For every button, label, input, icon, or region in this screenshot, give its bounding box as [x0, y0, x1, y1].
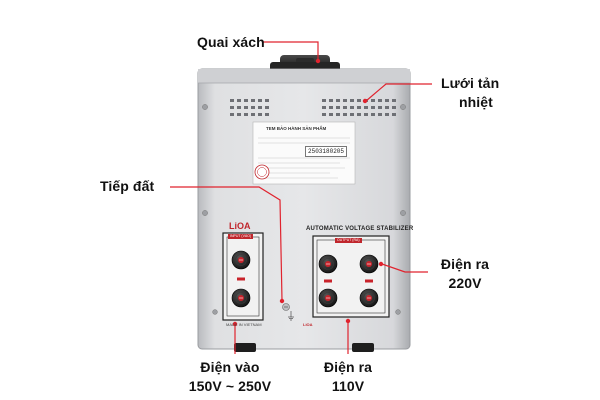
vent-slot [329, 113, 333, 116]
label-output-220-line2: 220V [448, 275, 482, 291]
terminal-knob [359, 254, 379, 274]
vent-slot [343, 106, 347, 109]
vent-slot [237, 106, 241, 109]
vent-slot [237, 113, 241, 116]
label-heatsink-line2: nhiệt [459, 94, 493, 110]
vent-slot [364, 106, 368, 109]
vent-slot [230, 113, 234, 116]
vent-slot [385, 99, 389, 102]
vent-slot [258, 106, 262, 109]
vent-slot [350, 106, 354, 109]
vent-slot [230, 106, 234, 109]
label-input-line2: 150V ~ 250V [188, 378, 272, 394]
callout-lines [170, 41, 432, 354]
vent-slot [322, 113, 326, 116]
brand-logo: LiOA [229, 221, 251, 231]
sticker-title: TEM BẢO HÀNH SẢN PHẨM [266, 126, 327, 131]
vent-slot [392, 99, 396, 102]
vent-slot [322, 99, 326, 102]
vent-slot [265, 113, 269, 116]
label-output-110: Điện ra 110V [316, 358, 380, 396]
vent-slot [230, 99, 234, 102]
terminal-knob [318, 254, 338, 274]
vent-slot [244, 99, 248, 102]
vent-slot [343, 113, 347, 116]
label-input-line1: Điện vào [200, 359, 260, 375]
vent-slot [364, 113, 368, 116]
label-output-110-line1: Điện ra [323, 359, 373, 375]
label-output-220-line1: Điện ra [440, 256, 490, 272]
vent-slot [378, 99, 382, 102]
vent-slot [336, 113, 340, 116]
vent-slot [237, 99, 241, 102]
heatsink-vents [230, 99, 396, 116]
panel-title: AUTOMATIC VOLTAGE STABILIZER [306, 226, 414, 232]
label-handle: Quai xách [197, 34, 265, 50]
vent-slot [371, 106, 375, 109]
vent-slot [251, 106, 255, 109]
vent-slot [343, 99, 347, 102]
vent-slot [357, 113, 361, 116]
serial-number: 2503180205 [305, 146, 348, 157]
output-badge: OUTPUT (RA) [335, 238, 362, 243]
vent-slot [357, 99, 361, 102]
vent-slot [251, 113, 255, 116]
vent-slot [251, 99, 255, 102]
seal-icon [254, 164, 270, 180]
label-heatsink-line1: Lưới tản [441, 75, 500, 91]
vent-slot [322, 106, 326, 109]
terminal-knob [231, 288, 251, 308]
vent-slot [378, 106, 382, 109]
vent-slot [336, 106, 340, 109]
label-heatsink: Lưới tản nhiệt [441, 74, 499, 112]
device-feet [234, 343, 374, 352]
vent-slot [392, 113, 396, 116]
vent-slot [265, 99, 269, 102]
vent-slot [258, 113, 262, 116]
label-output-110-line2: 110V [331, 378, 365, 394]
vent-slot [371, 99, 375, 102]
made-in-label: MADE IN VIETNAM [226, 322, 262, 327]
footer-brand: LiOA [303, 322, 313, 327]
label-output-220: Điện ra 220V [430, 255, 500, 293]
vent-slot [244, 113, 248, 116]
terminal-link [324, 279, 332, 283]
terminal-knob [318, 288, 338, 308]
vent-slot [336, 99, 340, 102]
vent-slot [350, 99, 354, 102]
vent-slot [329, 106, 333, 109]
label-ground: Tiếp đất [100, 178, 155, 194]
vent-slot [350, 113, 354, 116]
terminal-knob [359, 288, 379, 308]
callout-dots [232, 58, 384, 327]
vent-slot [392, 106, 396, 109]
vent-slot [329, 99, 333, 102]
vent-slot [385, 113, 389, 116]
vent-slot [244, 106, 248, 109]
label-input: Điện vào 150V ~ 250V [170, 358, 290, 396]
vent-slot [378, 113, 382, 116]
ground-terminal-icon [282, 303, 294, 321]
terminal-link [237, 277, 245, 281]
vent-slot [265, 106, 269, 109]
terminal-link [365, 279, 373, 283]
input-badge: INPUT (VÀO) [228, 234, 254, 239]
vent-slot [258, 99, 262, 102]
vent-slot [357, 106, 361, 109]
vent-slot [371, 113, 375, 116]
vent-slot [385, 106, 389, 109]
terminal-knob [231, 250, 251, 270]
